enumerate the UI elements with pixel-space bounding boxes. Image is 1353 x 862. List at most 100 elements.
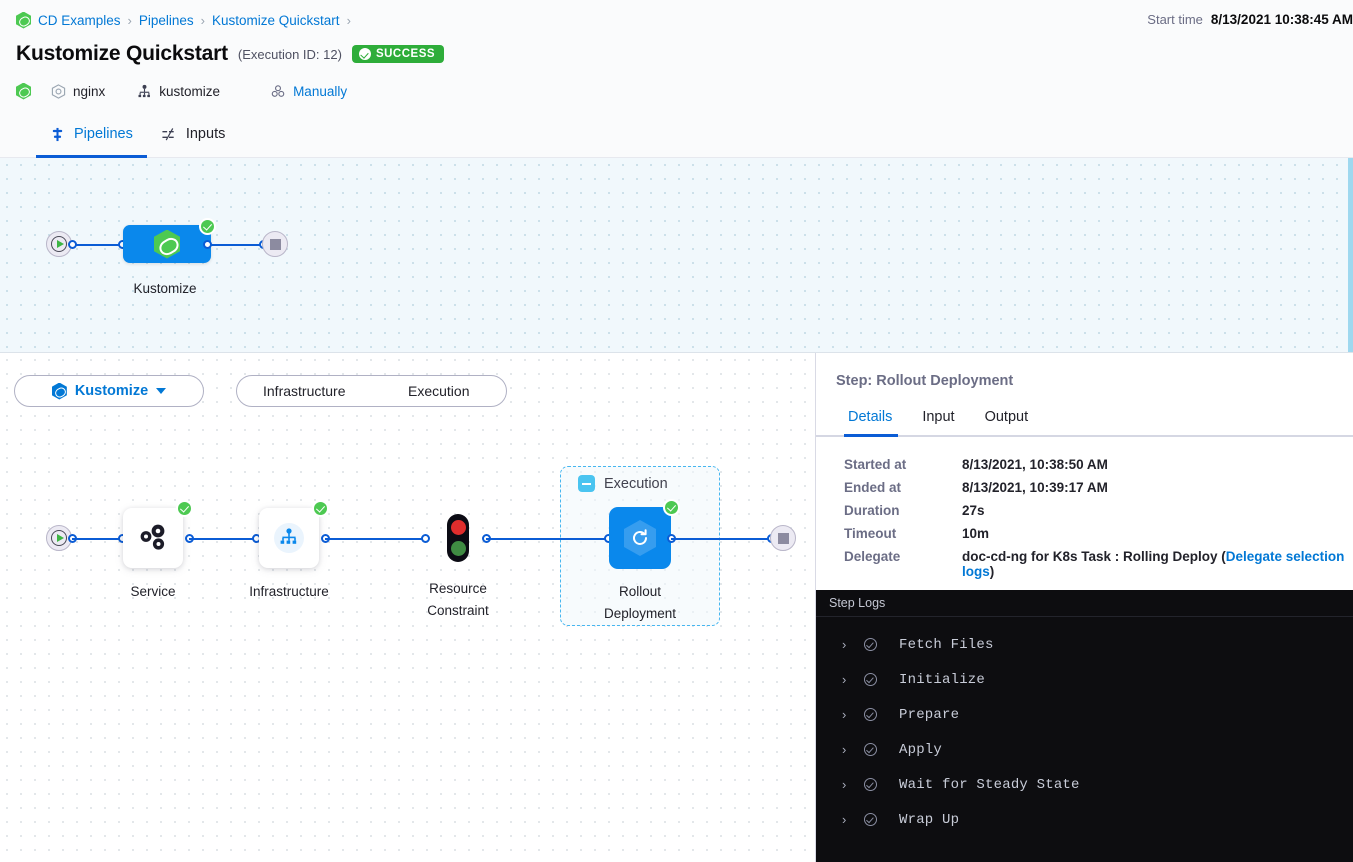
delegate-text-suffix: ): [989, 564, 995, 579]
execution-group-header: Execution: [578, 475, 668, 492]
cogs-icon: [140, 524, 165, 550]
step-detail-panel: Step: Rollout Deployment Details Input O…: [815, 353, 1353, 862]
log-row-apply[interactable]: › Apply: [816, 732, 1353, 767]
detail-key: Timeout: [844, 526, 897, 541]
status-badge-label: SUCCESS: [375, 48, 436, 60]
chevron-right-icon: ›: [842, 637, 847, 652]
toggle-infrastructure[interactable]: Infrastructure: [263, 383, 346, 399]
edge-resource-to-rollout: [486, 538, 608, 540]
edge-dot: [68, 240, 77, 249]
breadcrumb-item-kustomize-quickstart[interactable]: Kustomize Quickstart: [212, 12, 340, 28]
detail-key: Ended at: [844, 480, 902, 495]
check-icon: [358, 48, 371, 60]
page-title: Kustomize Quickstart: [16, 42, 228, 65]
harness-logo-icon: [154, 229, 180, 259]
chevron-right-icon: ›: [127, 12, 132, 28]
edge-start-to-stage: [72, 244, 127, 246]
title-row: Kustomize Quickstart (Execution ID: 12) …: [16, 40, 1337, 68]
meta-infrastructure-label: kustomize: [159, 83, 221, 99]
harness-logo-icon: [16, 82, 31, 100]
detail-row-ended-at: Ended at 8/13/2021, 10:39:17 AM: [844, 480, 1353, 495]
step-logs-header: Step Logs: [816, 590, 1353, 617]
tab-output[interactable]: Output: [984, 409, 1029, 425]
log-row-initialize[interactable]: › Initialize: [816, 662, 1353, 697]
execution-id: (Execution ID: 12): [237, 46, 342, 62]
tab-pipelines[interactable]: Pipelines: [36, 111, 147, 158]
collapse-minus-icon[interactable]: [578, 475, 595, 492]
step-node-rollout-deployment[interactable]: [609, 499, 680, 569]
stage-node-kustomize[interactable]: [123, 218, 216, 263]
stage-selector-dropdown[interactable]: Kustomize: [14, 375, 204, 407]
pipeline-icon: [52, 127, 63, 141]
detail-row-duration: Duration 27s: [844, 503, 1353, 518]
success-status-icon: [663, 499, 680, 516]
delegate-text: doc-cd-ng for K8s Task : Rolling Deploy …: [962, 549, 1226, 564]
step-node-rollout-deployment-label: Rollout Deployment: [603, 584, 677, 621]
step-node-infrastructure[interactable]: [259, 500, 329, 568]
success-check-icon: [864, 638, 877, 651]
tab-details[interactable]: Details: [836, 403, 910, 437]
log-label: Initialize: [899, 671, 986, 688]
edge-infra-to-resource: [325, 538, 425, 540]
tab-input[interactable]: Input: [922, 409, 955, 425]
stage-execution-canvas[interactable]: Kustomize Infrastructure Execution Execu…: [0, 353, 815, 862]
tab-pipelines-label: Pipelines: [74, 126, 133, 142]
meta-service-label: nginx: [73, 83, 106, 99]
chevron-right-icon: ›: [842, 777, 847, 792]
step-logs-panel: Step Logs › Fetch Files › Initialize › P…: [816, 590, 1353, 862]
breadcrumb-item-cd-examples[interactable]: CD Examples: [38, 12, 121, 28]
infrastructure-icon: [138, 84, 151, 97]
step-details-table: Started at 8/13/2021, 10:38:50 AM Ended …: [816, 437, 1353, 579]
step-node-infrastructure-label: Infrastructure: [249, 584, 329, 599]
end-node[interactable]: [770, 525, 796, 551]
success-check-icon: [864, 673, 877, 686]
breadcrumb-item-pipelines[interactable]: Pipelines: [138, 12, 194, 28]
status-badge: SUCCESS: [351, 45, 445, 63]
end-node[interactable]: [262, 231, 288, 257]
chevron-down-icon: [156, 388, 167, 394]
log-label: Wrap Up: [899, 811, 960, 828]
success-status-icon: [176, 500, 193, 517]
step-node-service[interactable]: [123, 500, 193, 568]
detail-value: 10m: [962, 526, 990, 541]
log-row-wrap-up[interactable]: › Wrap Up: [816, 802, 1353, 837]
harness-logo-icon: [16, 11, 31, 29]
detail-value: 27s: [962, 503, 985, 518]
detail-row-delegate: Delegate doc-cd-ng for K8s Task : Rollin…: [844, 549, 1353, 579]
detail-row-started-at: Started at 8/13/2021, 10:38:50 AM: [844, 457, 1353, 472]
meta-item-trigger[interactable]: Manually: [270, 84, 347, 99]
chevron-right-icon: ›: [842, 742, 847, 757]
chevron-right-icon: ›: [842, 812, 847, 827]
meta-trigger-label[interactable]: Manually: [293, 83, 348, 99]
delegate-selection-logs-link[interactable]: Delegate selection logs: [962, 549, 1345, 579]
log-label: Wait for Steady State: [899, 776, 1080, 793]
toggle-execution[interactable]: Execution: [408, 383, 470, 399]
rollout-icon: [624, 520, 656, 556]
detail-value: 8/13/2021, 10:39:17 AM: [962, 480, 1108, 495]
service-icon: [51, 83, 66, 99]
tab-inputs[interactable]: Inputs: [147, 111, 240, 157]
edge-stage-to-end: [211, 244, 267, 246]
step-detail-tabs: Details Input Output: [816, 403, 1353, 437]
chevron-right-icon: ›: [200, 12, 206, 28]
log-row-fetch-files[interactable]: › Fetch Files: [816, 627, 1353, 662]
pipeline-overview-canvas[interactable]: Kustomize: [0, 158, 1353, 353]
execution-meta-row: nginx kustomize: [16, 80, 1337, 102]
edge-start-to-service: [72, 538, 122, 540]
log-row-prepare[interactable]: › Prepare: [816, 697, 1353, 732]
breadcrumb: CD Examples › Pipelines › Kustomize Quic…: [16, 10, 1337, 30]
tab-inputs-label: Inputs: [185, 126, 226, 142]
edge-rollout-to-end: [671, 538, 771, 540]
step-node-resource-constraint[interactable]: [447, 514, 469, 562]
success-check-icon: [864, 743, 877, 756]
chevron-right-icon: ›: [346, 12, 351, 28]
log-label: Fetch Files: [899, 636, 994, 653]
edge-dot: [421, 534, 430, 543]
log-row-wait-for-steady-state[interactable]: › Wait for Steady State: [816, 767, 1353, 802]
start-node[interactable]: [46, 231, 72, 257]
stop-icon: [269, 238, 281, 250]
traffic-light-green-icon: [450, 541, 466, 556]
canvas-scrollbar[interactable]: [1348, 158, 1353, 352]
play-icon: [51, 530, 67, 546]
